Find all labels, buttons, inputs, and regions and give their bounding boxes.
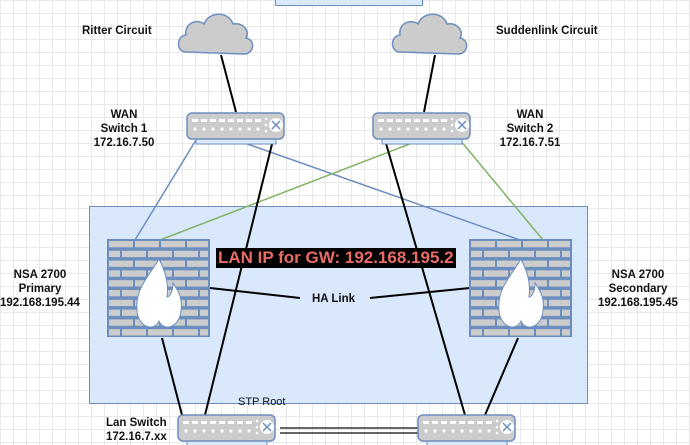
link-secondary-lan [484, 337, 519, 416]
wan-switch-2-label: WAN Switch 2 172.16.7.51 [495, 108, 565, 150]
link-primary-lan [161, 337, 183, 416]
firewall-icon [107, 239, 210, 337]
link-wan2-secondary [459, 139, 544, 241]
lan-switch-secondary-icon [417, 414, 516, 445]
ha-link-left [209, 287, 301, 299]
ha-link-right [369, 287, 471, 299]
ha-link-label: HA Link [312, 293, 356, 305]
link-ritter-wan1 [220, 54, 237, 113]
lan-switch-primary-icon [177, 414, 276, 445]
top-group-box [275, 0, 423, 6]
model: NSA 2700 [611, 269, 665, 281]
label-line: Switch 2 [506, 123, 554, 135]
link-wan2-lan-right [384, 139, 466, 416]
link-wan1-secondary [235, 139, 521, 241]
firewall-secondary-label: NSA 2700 Secondary 192.168.195.45 [594, 268, 682, 310]
link-wan1-primary [134, 139, 197, 241]
ip-address: 172.16.7.50 [93, 137, 155, 149]
ip-address: 172.16.7.51 [499, 137, 561, 149]
role: Secondary [608, 283, 668, 295]
switch-name: Lan Switch [106, 417, 167, 429]
cloud-icon [177, 13, 254, 55]
wan-switch-2-icon [372, 112, 471, 145]
circuit-label-ritter: Ritter Circuit [82, 25, 152, 37]
firewall-icon [469, 239, 572, 337]
firewall-primary-label: NSA 2700 Primary 192.168.195.44 [0, 268, 82, 310]
cloud-icon [391, 13, 468, 55]
ip-address: 192.168.195.45 [598, 297, 678, 309]
wan-switch-1-icon [186, 112, 285, 145]
model: NSA 2700 [13, 269, 67, 281]
ip-address: 172.16.7.xx [106, 431, 167, 443]
circuit-label-suddenlink: Suddenlink Circuit [496, 25, 598, 37]
role: Primary [18, 283, 62, 295]
ip-address: 192.168.195.44 [0, 297, 80, 309]
gateway-ip-label: LAN IP for GW: 192.168.195.2 [216, 248, 456, 268]
link-suddenlink-wan2 [423, 54, 436, 113]
label-line: WAN [516, 109, 544, 121]
lan-switch-label: Lan Switch 172.16.7.xx [106, 416, 167, 444]
stp-root-label: STP Root [238, 396, 286, 408]
wan-switch-1-label: WAN Switch 1 172.16.7.50 [84, 108, 164, 150]
label-line: Switch 1 [100, 123, 148, 135]
link-wan1-lan-left [204, 139, 274, 416]
label-line: WAN [110, 109, 138, 121]
link-wan2-primary [159, 139, 421, 241]
